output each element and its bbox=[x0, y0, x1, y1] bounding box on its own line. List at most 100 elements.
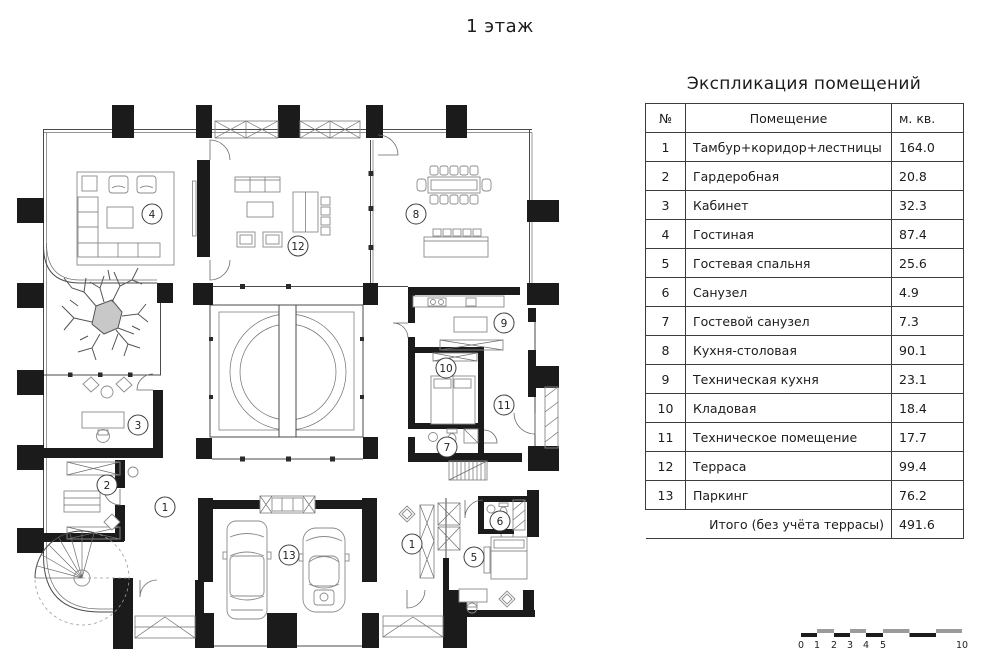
tree bbox=[61, 267, 149, 361]
svg-text:8: 8 bbox=[413, 209, 420, 221]
cell-name: Терраса bbox=[685, 451, 892, 481]
room-marker-1: 1 bbox=[401, 533, 423, 555]
cell-num: 6 bbox=[645, 277, 686, 307]
cell-name: Техническое помещение bbox=[685, 422, 892, 452]
cell-name: Санузел bbox=[685, 277, 892, 307]
cell-area: 17.7 bbox=[891, 422, 964, 452]
cell-area: 164.0 bbox=[891, 132, 964, 162]
total-value: 491.6 bbox=[891, 509, 964, 539]
svg-text:1: 1 bbox=[162, 502, 169, 514]
cell-num: 10 bbox=[645, 393, 686, 423]
cell-num: 12 bbox=[645, 451, 686, 481]
svg-text:5: 5 bbox=[880, 640, 886, 651]
cell-area: 32.3 bbox=[891, 190, 964, 220]
page-title: 1 этаж bbox=[466, 16, 534, 37]
room-marker-10: 10 bbox=[435, 357, 457, 379]
room-marker-6: 6 bbox=[489, 510, 511, 532]
cell-num: 1 bbox=[645, 132, 686, 162]
table-title: Экспликация помещений bbox=[686, 74, 922, 94]
svg-text:2: 2 bbox=[831, 640, 837, 651]
col-header-num: № bbox=[645, 103, 686, 133]
svg-text:10: 10 bbox=[956, 640, 968, 651]
svg-text:3: 3 bbox=[135, 420, 142, 432]
svg-text:9: 9 bbox=[501, 318, 508, 330]
col-header-name: Помещение bbox=[685, 103, 892, 133]
cell-num: 7 bbox=[645, 306, 686, 336]
cell-area: 23.1 bbox=[891, 364, 964, 394]
room-marker-13: 13 bbox=[278, 544, 300, 566]
svg-text:6: 6 bbox=[497, 516, 504, 528]
svg-text:5: 5 bbox=[471, 552, 478, 564]
cell-area: 25.6 bbox=[891, 248, 964, 278]
svg-text:7: 7 bbox=[444, 442, 451, 454]
svg-text:0: 0 bbox=[798, 640, 804, 651]
table-header-row: № Помещение м. кв. bbox=[645, 103, 964, 133]
room-marker-2: 2 bbox=[96, 474, 118, 496]
cell-area: 99.4 bbox=[891, 451, 964, 481]
total-label: Итого (без учёта террасы) bbox=[645, 509, 892, 539]
atrium bbox=[209, 284, 364, 462]
svg-text:4: 4 bbox=[863, 640, 869, 651]
cell-num: 4 bbox=[645, 219, 686, 249]
room-markers: 4 12 8 9 10 11 7 3 2 1 13 1 5 6 bbox=[96, 203, 515, 568]
cell-area: 76.2 bbox=[891, 480, 964, 510]
cell-num: 3 bbox=[645, 190, 686, 220]
cell-num: 8 bbox=[645, 335, 686, 365]
cell-area: 87.4 bbox=[891, 219, 964, 249]
cell-num: 2 bbox=[645, 161, 686, 191]
svg-text:11: 11 bbox=[497, 400, 510, 412]
spiral-staircase bbox=[34, 530, 130, 626]
cell-area: 4.9 bbox=[891, 277, 964, 307]
cell-num: 9 bbox=[645, 364, 686, 394]
room-schedule: Экспликация помещений № Помещение м. кв.… bbox=[645, 74, 964, 539]
svg-text:4: 4 bbox=[149, 209, 156, 221]
furniture bbox=[63, 165, 528, 614]
structural-columns bbox=[17, 105, 559, 649]
svg-text:10: 10 bbox=[439, 363, 452, 375]
svg-text:12: 12 bbox=[291, 241, 304, 253]
svg-text:2: 2 bbox=[104, 480, 111, 492]
cell-name: Гостевая спальня bbox=[685, 248, 892, 278]
svg-text:13: 13 bbox=[282, 550, 295, 562]
cell-name: Тамбур+коридор+лестницы bbox=[685, 132, 892, 162]
cell-area: 18.4 bbox=[891, 393, 964, 423]
cell-name: Паркинг bbox=[685, 480, 892, 510]
room-marker-12: 12 bbox=[287, 235, 309, 257]
room-marker-9: 9 bbox=[493, 312, 515, 334]
cell-name: Гостевой санузел bbox=[685, 306, 892, 336]
room-marker-4: 4 bbox=[141, 203, 163, 225]
cell-area: 20.8 bbox=[891, 161, 964, 191]
room-marker-5: 5 bbox=[463, 546, 485, 568]
cell-name: Кабинет bbox=[685, 190, 892, 220]
cell-name: Гардеробная bbox=[685, 161, 892, 191]
room-marker-1: 1 bbox=[154, 496, 176, 518]
car-sports bbox=[298, 527, 350, 613]
svg-text:3: 3 bbox=[847, 640, 853, 651]
cell-name: Кухня-столовая bbox=[685, 335, 892, 365]
hatched-elements bbox=[66, 120, 559, 639]
interior-walls bbox=[44, 160, 535, 618]
room-marker-11: 11 bbox=[493, 394, 515, 416]
svg-text:1: 1 bbox=[409, 539, 416, 551]
cell-area: 7.3 bbox=[891, 306, 964, 336]
cell-num: 5 bbox=[645, 248, 686, 278]
cell-area: 90.1 bbox=[891, 335, 964, 365]
cell-num: 13 bbox=[645, 480, 686, 510]
